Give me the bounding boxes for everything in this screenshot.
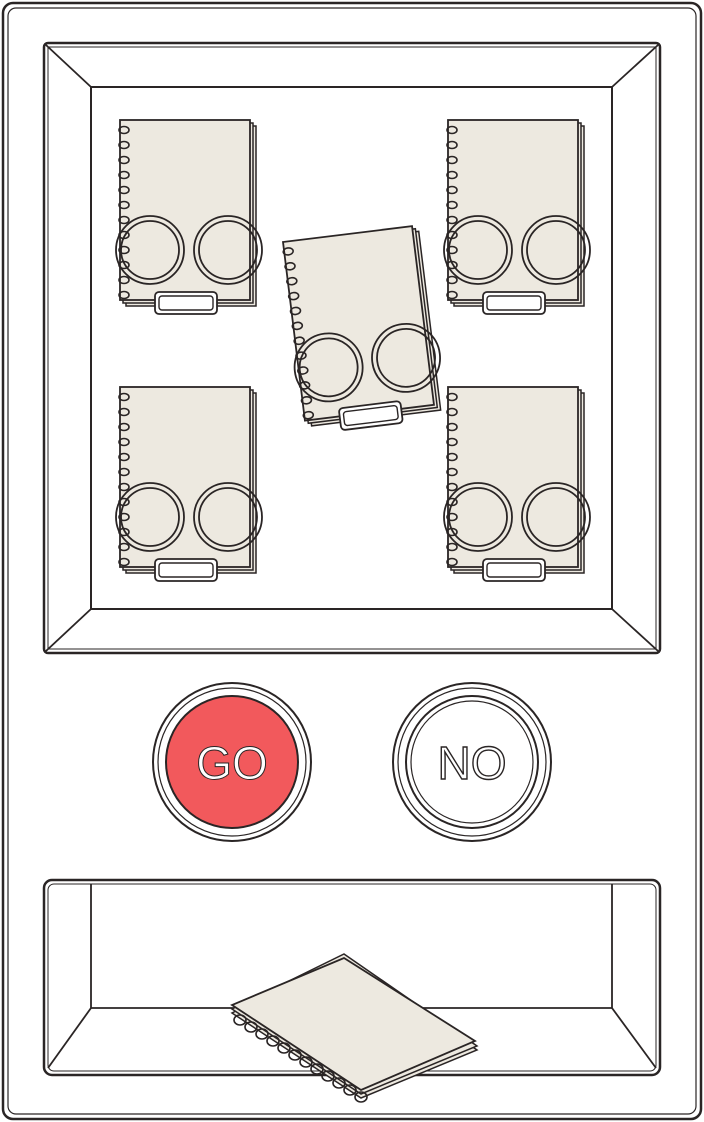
no-button-label: NO — [438, 737, 507, 789]
product-slot-bottom-left[interactable] — [116, 387, 262, 581]
product-slot-top-left[interactable] — [116, 120, 262, 314]
dispensed-notebook[interactable] — [230, 953, 479, 1103]
go-button[interactable]: GO — [152, 682, 312, 842]
product-slot-bottom-right[interactable] — [444, 387, 590, 581]
go-button-label: GO — [196, 737, 268, 789]
product-slot-top-right[interactable] — [444, 120, 590, 314]
product-slot-center[interactable] — [279, 225, 448, 435]
no-button[interactable]: NO — [392, 682, 552, 842]
